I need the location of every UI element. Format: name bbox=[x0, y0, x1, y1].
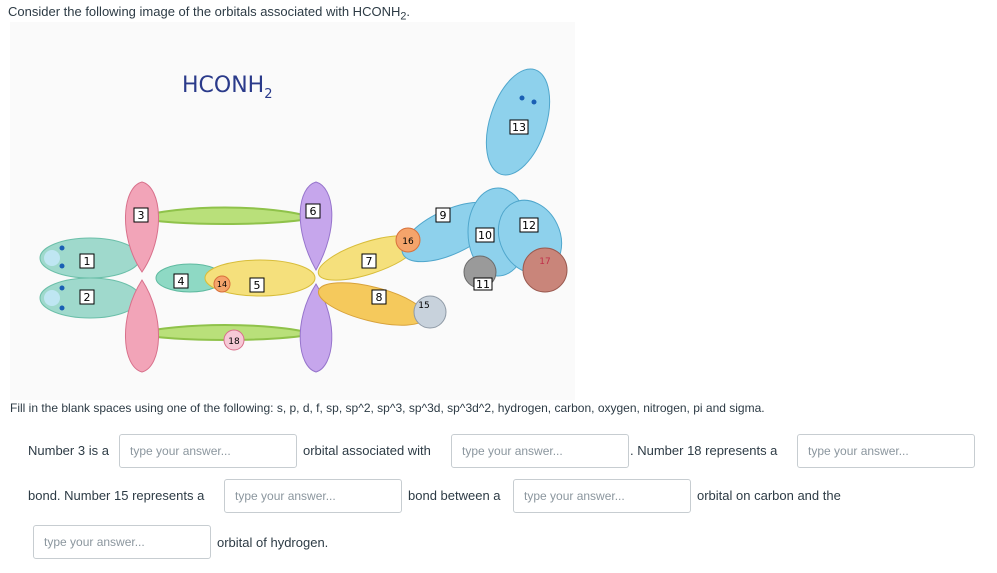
p-orbital-c-top bbox=[299, 181, 333, 272]
label-15: 15 bbox=[418, 301, 429, 311]
label-18: 18 bbox=[228, 337, 240, 347]
label-12: 12 bbox=[522, 219, 536, 232]
label-6: 6 bbox=[310, 205, 317, 218]
label-5: 5 bbox=[254, 279, 261, 292]
molecule-label: HCONH2 bbox=[182, 73, 273, 102]
label-16: 16 bbox=[402, 237, 414, 247]
label-4: 4 bbox=[178, 275, 185, 288]
label-1: 1 bbox=[84, 255, 91, 268]
pi-bond-top bbox=[134, 206, 316, 225]
instructions: Fill in the blank spaces using one of th… bbox=[10, 401, 765, 415]
answer-input-6[interactable] bbox=[33, 525, 211, 559]
orbital-drawing: HCONH2 bbox=[39, 68, 568, 373]
p-orbital-c-bottom bbox=[299, 283, 333, 373]
answer-input-2[interactable] bbox=[451, 434, 629, 468]
label-14: 14 bbox=[217, 280, 227, 289]
label-13: 13 bbox=[512, 121, 526, 134]
label-7: 7 bbox=[366, 255, 373, 268]
sentence-text-7: orbital of hydrogen. bbox=[217, 535, 329, 550]
answer-input-4[interactable] bbox=[224, 479, 402, 513]
sentence-text-2: orbital associated with bbox=[303, 443, 431, 458]
h-sphere-15 bbox=[413, 295, 447, 329]
h-sphere-1 bbox=[44, 250, 60, 266]
label-10: 10 bbox=[478, 229, 492, 242]
orbital-14 bbox=[213, 275, 231, 293]
label-9: 9 bbox=[440, 209, 447, 222]
p-orbital-n-bottom bbox=[125, 279, 159, 373]
answer-input-3[interactable] bbox=[797, 434, 975, 468]
answer-input-1[interactable] bbox=[119, 434, 297, 468]
p-orbital-n-top bbox=[125, 181, 159, 273]
sentence-text-4: bond. Number 15 represents a bbox=[28, 488, 205, 503]
answer-input-5[interactable] bbox=[513, 479, 691, 513]
h-sphere-2 bbox=[44, 290, 60, 306]
orbital-16 bbox=[395, 227, 421, 253]
label-3: 3 bbox=[138, 209, 145, 222]
label-11: 11 bbox=[476, 278, 490, 291]
sentence-text-3: . Number 18 represents a bbox=[630, 443, 778, 458]
sentence-text-1: Number 3 is a bbox=[28, 443, 109, 458]
label-2: 2 bbox=[84, 291, 91, 304]
orbital-figure: HCONH2 bbox=[10, 22, 575, 400]
label-8: 8 bbox=[376, 291, 383, 304]
orbital-18 bbox=[223, 329, 245, 351]
sentence-text-5: bond between a bbox=[408, 488, 501, 503]
sentence-text-6: orbital on carbon and the bbox=[697, 488, 841, 503]
h-sphere-17 bbox=[522, 247, 568, 293]
label-17: 17 bbox=[539, 257, 550, 267]
question-prompt: Consider the following image of the orbi… bbox=[8, 4, 411, 23]
